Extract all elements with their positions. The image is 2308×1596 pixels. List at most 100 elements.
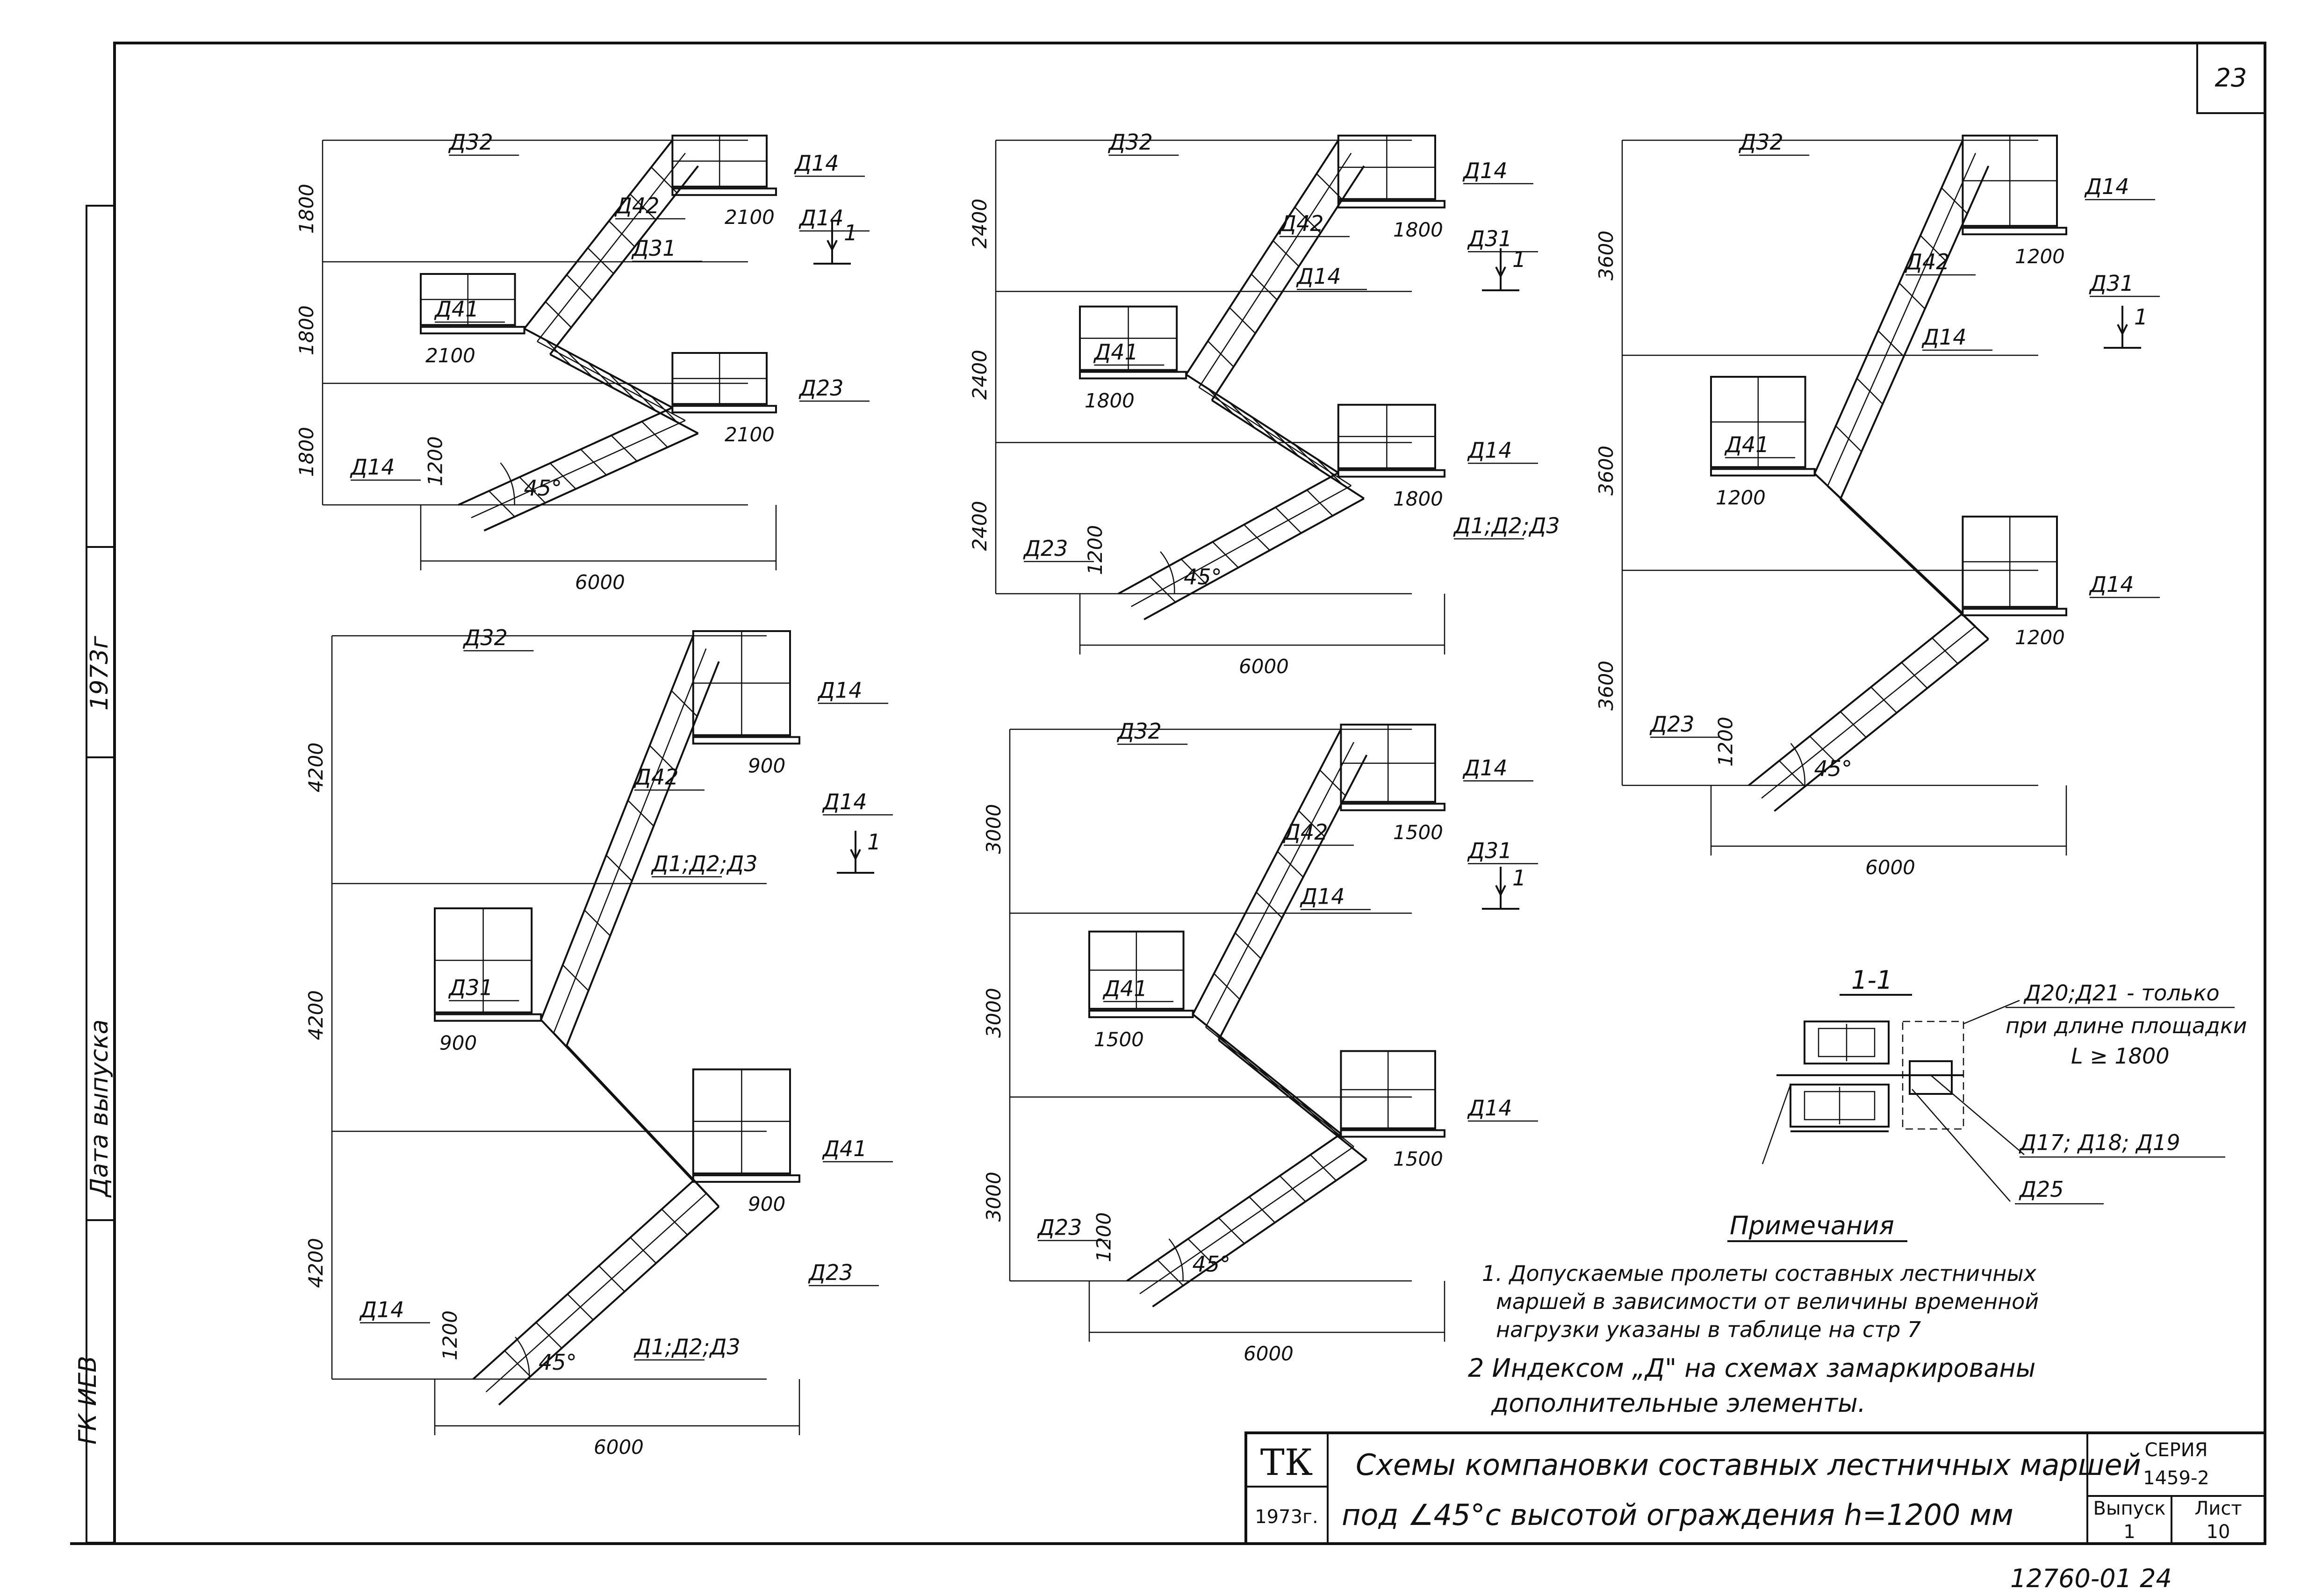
flight-midline: [1205, 741, 1355, 1028]
sheet-value: 10: [2207, 1521, 2230, 1543]
landing-slab: [671, 187, 777, 196]
page-number: 23: [2215, 63, 2247, 93]
section-mark-label: 1: [867, 829, 881, 855]
flight-edge: [1126, 1133, 1342, 1282]
landing-length-label: 1800: [1393, 488, 1443, 510]
note-line-2: маршей в зависимости от величины временн…: [1496, 1289, 2039, 1314]
flight-rung: [1856, 513, 1883, 540]
date-label: Дата выпуска: [86, 1019, 114, 1198]
element-label: Д41: [1102, 976, 1147, 1001]
section-label-b: Д25: [2019, 1177, 2064, 1202]
height-label: 4200: [304, 742, 327, 792]
element-label: Д14: [1462, 755, 1507, 780]
section-note-1: Д20;Д21 - только: [2023, 980, 2220, 1006]
landing-slab: [1962, 608, 2067, 617]
section-drawing: [1762, 999, 2025, 1202]
landing-length-label: 2100: [725, 423, 775, 446]
flight-midline: [1139, 1146, 1354, 1294]
angle-arc: [1790, 743, 1805, 786]
flight-rung: [584, 1065, 611, 1092]
flight-rung: [566, 351, 593, 378]
flight-rung: [566, 274, 593, 301]
flight-rung: [587, 247, 614, 274]
flight-rung: [1235, 932, 1261, 959]
flight-rung: [1180, 559, 1208, 585]
note-line-5: дополнительные элементы.: [1491, 1388, 1866, 1418]
element-label: Д23: [1649, 712, 1694, 737]
stair-scheme-2: 2400240024006000180018001800120045°1Д32Д…: [968, 129, 1560, 678]
flight-midline: [1199, 387, 1352, 486]
title-block: ТК 1973г. Схемы компановки составных лес…: [1244, 1431, 2266, 1545]
section-mark-arrow: [1495, 885, 1506, 897]
rail-height-label: 1200: [439, 1310, 461, 1360]
notes-heading: Примечания: [1730, 1211, 1894, 1240]
note-line-1: 1. Допускаемые пролеты составных лестнич…: [1482, 1261, 2037, 1286]
flight-rung: [545, 339, 572, 367]
element-label: Д14: [1462, 158, 1507, 183]
landing-slab: [1088, 1009, 1194, 1018]
flight-edge: [472, 1180, 694, 1380]
issue-label: Выпуск: [2093, 1498, 2166, 1519]
landing-length-label: 2100: [425, 344, 475, 367]
flight-rung: [1218, 1217, 1245, 1244]
element-label: Д14: [822, 789, 867, 814]
year-label: 1973г: [86, 636, 114, 711]
flight-edge: [1152, 1158, 1367, 1308]
flight-rung: [1249, 1196, 1276, 1223]
note-line-3: нагрузки указаны в таблице на стр 7: [1496, 1317, 1921, 1342]
flight-rung: [1901, 662, 1928, 689]
flight-rung: [605, 855, 633, 882]
flight-edge: [540, 635, 694, 1021]
flight-rung: [567, 1294, 594, 1321]
height-label: 3600: [1595, 230, 1618, 280]
landing-length-label: 2100: [725, 206, 775, 229]
angle-arc: [500, 462, 515, 505]
element-label: Д14: [1300, 884, 1345, 909]
element-label: Д1;Д2;Д3: [633, 1334, 741, 1359]
element-label: Д41: [822, 1136, 867, 1161]
flight-rung: [1870, 686, 1898, 713]
section-mark-arrow: [1495, 266, 1506, 279]
flight-edge: [1192, 729, 1342, 1015]
landing-slab: [1079, 371, 1187, 380]
element-label: Д14: [2089, 572, 2134, 597]
flight-edge: [1143, 497, 1365, 620]
height-label: 3000: [982, 804, 1005, 854]
flight-rung: [649, 1134, 676, 1161]
element-label: Д14: [794, 151, 839, 176]
flight-rung: [1273, 240, 1300, 267]
notes: Примечания 1. Допускаемые пролеты состав…: [1468, 1211, 2039, 1418]
element-label: Д31: [631, 236, 676, 261]
height-label: 3600: [1595, 446, 1618, 496]
flight-rung: [549, 462, 576, 489]
element-label: Д31: [2089, 271, 2134, 296]
flight-edge: [524, 139, 673, 330]
org-year: 1973г.: [1255, 1506, 1318, 1528]
section-title: 1-1: [1851, 965, 1892, 995]
landing-slab: [434, 1013, 542, 1022]
flight-midline: [1761, 625, 1976, 799]
flight-rung: [661, 1208, 688, 1236]
flight-rung: [1207, 388, 1234, 415]
element-label: Д23: [1037, 1215, 1082, 1240]
flight-rung: [1275, 507, 1302, 534]
section-mark-label: 1: [844, 220, 857, 245]
element-label: Д14: [1467, 438, 1512, 463]
flight-midline: [485, 1193, 707, 1393]
flight-edge: [458, 407, 673, 506]
height-label: 4200: [304, 990, 327, 1040]
series-label: СЕРИЯ: [2144, 1439, 2207, 1461]
flight-rung: [1229, 307, 1256, 334]
element-label: Д1;Д2;Д3: [1453, 513, 1560, 539]
element-label: Д23: [808, 1260, 853, 1285]
flight-rung: [1207, 340, 1234, 367]
height-label: 3000: [982, 988, 1005, 1038]
flight-rung: [1294, 207, 1321, 234]
flight-rung: [630, 384, 656, 411]
section-note-2: при длине площадки: [2006, 1013, 2247, 1038]
landing-length-label: 1200: [1716, 486, 1766, 509]
flight-rung: [641, 421, 668, 448]
flight-midline: [1131, 485, 1352, 607]
flight-rung: [504, 1350, 531, 1377]
landing-length-label: 1200: [2015, 626, 2065, 649]
